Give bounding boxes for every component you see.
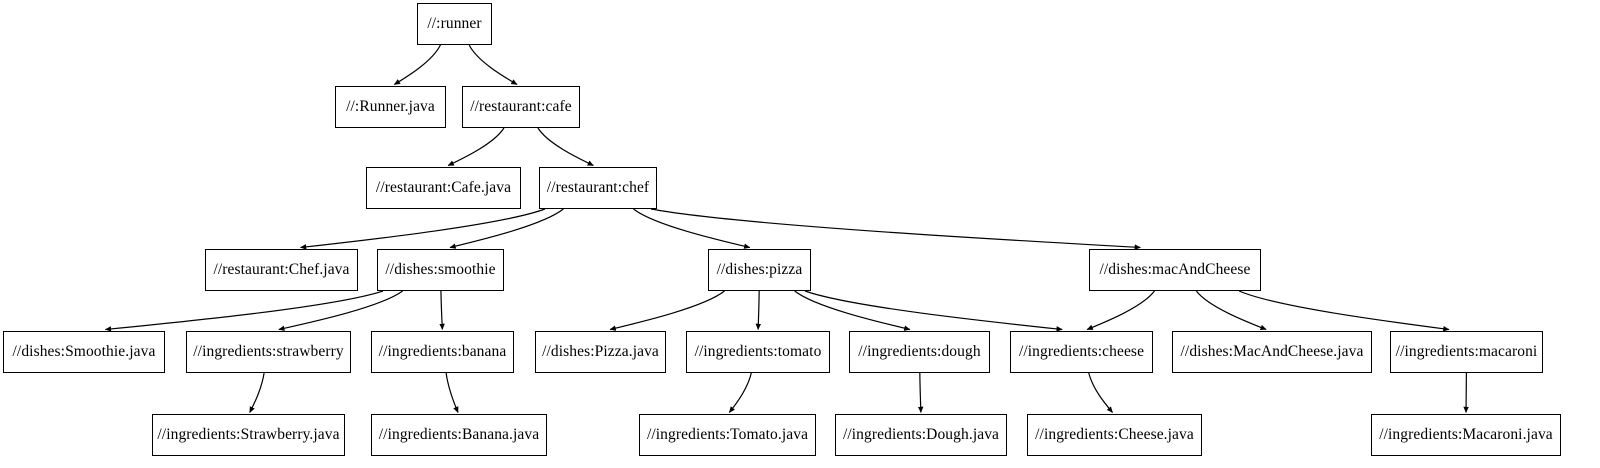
graph-node-cafe_java[interactable]: //restaurant:Cafe.java xyxy=(366,167,521,209)
graph-node-macaroni_java[interactable]: //ingredients:Macaroni.java xyxy=(1371,414,1561,456)
graph-edge-runner-to-restaurant_cafe xyxy=(468,44,518,86)
graph-node-restaurant_cafe[interactable]: //restaurant:cafe xyxy=(462,86,580,128)
graph-edge-dishes_pizza-to-ing_tomato xyxy=(755,290,762,330)
graph-node-tomato_java[interactable]: //ingredients:Tomato.java xyxy=(639,414,816,456)
graph-node-label: //restaurant:Chef.java xyxy=(213,261,350,279)
graph-node-label: //ingredients:Macaroni.java xyxy=(1379,426,1553,444)
graph-node-label: //dishes:smoothie xyxy=(385,261,496,279)
graph-edge-dishes_smoothie-to-smoothie_java xyxy=(104,290,384,332)
graph-edge-dishes_smoothie-to-ing_strawberry xyxy=(278,290,404,331)
graph-edge-dishes_pizza-to-ing_cheese xyxy=(804,290,1063,332)
graph-node-ing_tomato[interactable]: //ingredients:tomato xyxy=(686,331,830,373)
graph-edge-restaurant_cafe-to-cafe_java xyxy=(447,127,505,167)
graph-node-label: //dishes:Smoothie.java xyxy=(12,343,156,361)
graph-edge-restaurant_chef-to-chef_java xyxy=(299,208,546,250)
graph-edge-ing_banana-to-banana_java xyxy=(445,372,459,413)
graph-edge-restaurant_chef-to-dishes_smoothie xyxy=(449,208,564,249)
graph-node-dough_java[interactable]: //ingredients:Dough.java xyxy=(835,414,1007,456)
graph-node-label: //ingredients:Banana.java xyxy=(378,426,540,444)
graph-edge-dishes_macandchs-to-ing_cheese xyxy=(1086,290,1155,331)
graph-node-label: //restaurant:cafe xyxy=(470,98,572,116)
graph-node-ing_cheese[interactable]: //ingredients:cheese xyxy=(1010,331,1153,373)
graph-node-label: //restaurant:Cafe.java xyxy=(375,179,512,197)
graph-node-ing_dough[interactable]: //ingredients:dough xyxy=(849,331,990,373)
graph-node-chef_java[interactable]: //restaurant:Chef.java xyxy=(205,249,358,291)
graph-edge-ing_tomato-to-tomato_java xyxy=(728,372,752,413)
graph-node-ing_banana[interactable]: //ingredients:banana xyxy=(371,331,514,373)
graph-node-label: //ingredients:dough xyxy=(858,343,981,361)
graph-node-ing_strawberry[interactable]: //ingredients:strawberry xyxy=(186,331,351,373)
graph-edge-restaurant_chef-to-dishes_pizza xyxy=(633,208,751,249)
graph-node-restaurant_chef[interactable]: //restaurant:chef xyxy=(539,167,657,209)
graph-node-dishes_smoothie[interactable]: //dishes:smoothie xyxy=(377,249,504,291)
graph-node-label: //restaurant:chef xyxy=(546,179,650,197)
graph-node-label: //dishes:Pizza.java xyxy=(542,343,659,361)
graph-node-ing_macaroni[interactable]: //ingredients:macaroni xyxy=(1390,331,1543,373)
graph-node-strawberry_java[interactable]: //ingredients:Strawberry.java xyxy=(152,414,345,456)
graph-node-label: //dishes:pizza xyxy=(716,261,803,279)
graph-node-label: //:Runner.java xyxy=(346,98,435,116)
graph-node-dishes_macandchs[interactable]: //dishes:macAndCheese xyxy=(1089,249,1261,291)
graph-node-label: //ingredients:tomato xyxy=(694,343,822,361)
graph-edge-dishes_smoothie-to-ing_banana xyxy=(439,290,445,330)
graph-edge-restaurant_chef-to-dishes_macandchs xyxy=(650,208,1141,250)
graph-edge-ing_cheese-to-cheese_java xyxy=(1088,372,1113,413)
graph-edge-dishes_pizza-to-pizza_java xyxy=(609,290,725,331)
graph-node-cheese_java[interactable]: //ingredients:Cheese.java xyxy=(1027,414,1202,456)
graph-edge-restaurant_cafe-to-restaurant_chef xyxy=(537,127,594,167)
graph-node-banana_java[interactable]: //ingredients:Banana.java xyxy=(371,414,547,456)
graph-edge-ing_dough-to-dough_java xyxy=(917,372,924,413)
graph-edge-dishes_pizza-to-ing_dough xyxy=(794,290,911,331)
graph-edge-dishes_macandchs-to-ing_macaroni xyxy=(1238,290,1450,332)
graph-node-label: //ingredients:cheese xyxy=(1018,343,1145,361)
graph-edge-dishes_macandchs-to-macandcheese_java xyxy=(1195,290,1267,331)
graph-node-macandcheese_java[interactable]: //dishes:MacAndCheese.java xyxy=(1172,331,1372,373)
graph-node-pizza_java[interactable]: //dishes:Pizza.java xyxy=(535,331,666,373)
graph-node-dishes_pizza[interactable]: //dishes:pizza xyxy=(708,249,811,291)
graph-node-label: //ingredients:Cheese.java xyxy=(1035,426,1194,444)
graph-node-label: //ingredients:macaroni xyxy=(1395,343,1538,361)
graph-node-label: //:runner xyxy=(427,15,482,33)
graph-node-runner[interactable]: //:runner xyxy=(417,3,492,45)
graph-node-label: //dishes:MacAndCheese.java xyxy=(1180,343,1364,361)
graph-node-label: //ingredients:Strawberry.java xyxy=(157,426,340,444)
graph-node-runner_java[interactable]: //:Runner.java xyxy=(335,86,446,128)
graph-node-label: //ingredients:banana xyxy=(378,343,507,361)
graph-node-label: //ingredients:strawberry xyxy=(193,343,344,361)
graph-node-label: //ingredients:Dough.java xyxy=(842,426,1000,444)
graph-node-label: //ingredients:Tomato.java xyxy=(646,426,809,444)
graph-edge-ing_strawberry-to-strawberry_java xyxy=(249,372,265,413)
graph-node-label: //dishes:macAndCheese xyxy=(1099,261,1251,279)
graph-node-smoothie_java[interactable]: //dishes:Smoothie.java xyxy=(3,331,165,373)
graph-edge-runner-to-runner_java xyxy=(393,44,441,86)
